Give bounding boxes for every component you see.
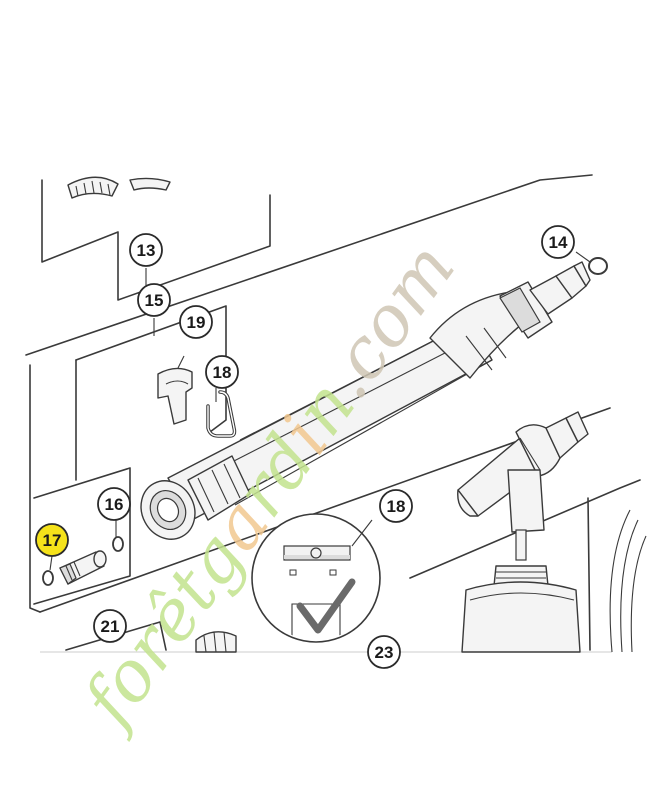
callout-c14: 14 <box>541 225 575 259</box>
callout-bubble <box>97 487 131 521</box>
callout-label: 18 <box>213 363 232 382</box>
callout-label: 19 <box>187 313 206 332</box>
callout-label: 13 <box>137 241 156 260</box>
clip-19 <box>157 367 193 425</box>
callout-bubble <box>35 523 69 557</box>
callout-c23: 23 <box>367 635 401 669</box>
callout-label: 18 <box>387 497 406 516</box>
partial-spring-part <box>67 176 171 199</box>
partial-part-21 <box>195 631 237 653</box>
hose-coil <box>609 509 647 653</box>
lance-tube <box>140 261 591 540</box>
callout-bubble <box>205 355 239 389</box>
callout-c18b: 18 <box>379 489 413 523</box>
callout-c18a: 18 <box>205 355 239 389</box>
foam-bottle <box>457 411 589 653</box>
callout-bubble <box>93 609 127 643</box>
callout-c13: 13 <box>129 233 163 267</box>
o-ring-14 <box>575 251 608 275</box>
callout-c21: 21 <box>93 609 127 643</box>
callout-c19: 19 <box>179 305 213 339</box>
callout-bubble <box>379 489 413 523</box>
callout-label: 23 <box>375 643 394 662</box>
callout-bubble <box>137 283 171 317</box>
callout-c15: 15 <box>137 283 171 317</box>
fitting-17 <box>42 536 124 586</box>
callout-label: 21 <box>101 617 120 636</box>
callout-label: 14 <box>549 233 568 252</box>
pin-18 <box>206 390 237 438</box>
watermark-logo: forêtgardin.com <box>64 228 470 744</box>
callout-bubble <box>367 635 401 669</box>
svg-text:forêtgardin.com: forêtgardin.com <box>64 228 470 744</box>
callout-c16: 16 <box>97 487 131 521</box>
callout-bubble <box>541 225 575 259</box>
callout-bubble <box>129 233 163 267</box>
callout-bubble <box>179 305 213 339</box>
callout-label: 15 <box>145 291 164 310</box>
detail-magnifier <box>251 513 381 643</box>
callout-label: 16 <box>105 495 124 514</box>
callout-label: 17 <box>43 531 62 550</box>
callout-group: 13 14 15 19 18 16 17 18 21 23 <box>35 225 575 669</box>
callout-c17: 17 <box>35 523 69 557</box>
